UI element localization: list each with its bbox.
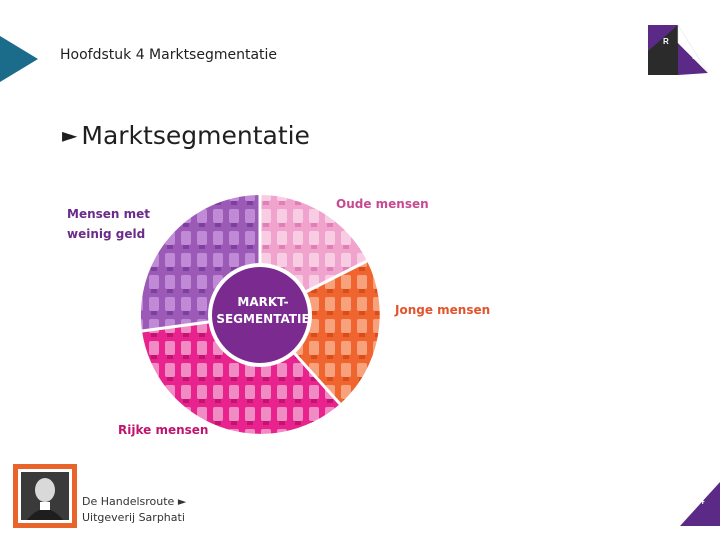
slide-title-text: Marktsegmentatie [81,121,310,150]
label-rich-people: Rijke mensen [118,420,208,440]
publisher-portrait-logo-icon [13,464,77,528]
title-arrow-icon: ► [62,123,77,147]
logo-letter-r: R [663,37,669,46]
center-label-line1: MARKT- [213,294,313,311]
teal-corner-triangle [0,36,40,82]
publisher-logo-icon [648,25,710,77]
publisher-line1: De Handelsroute ► [82,494,186,510]
label-poor-people: Mensen met weinig geld [67,204,150,244]
chapter-title: Hoofdstuk 4 Marktsegmentatie [60,47,277,63]
label-old-people: Oude mensen [336,194,429,214]
slide-title: ►Marktsegmentatie [62,121,310,150]
label-poor-line1: Mensen met [67,204,150,224]
logo-letter-s: S [692,55,696,61]
page-number: 4 [698,494,705,507]
center-label: MARKT- SEGMENTATIE [213,294,313,328]
publisher-line2: Uitgeverij Sarphati [82,510,186,526]
label-poor-line2: weinig geld [67,224,150,244]
label-young-people: Jonge mensen [395,300,490,320]
center-label-line2: SEGMENTATIE [213,311,313,328]
publisher-name: De Handelsroute ► Uitgeverij Sarphati [82,494,186,526]
